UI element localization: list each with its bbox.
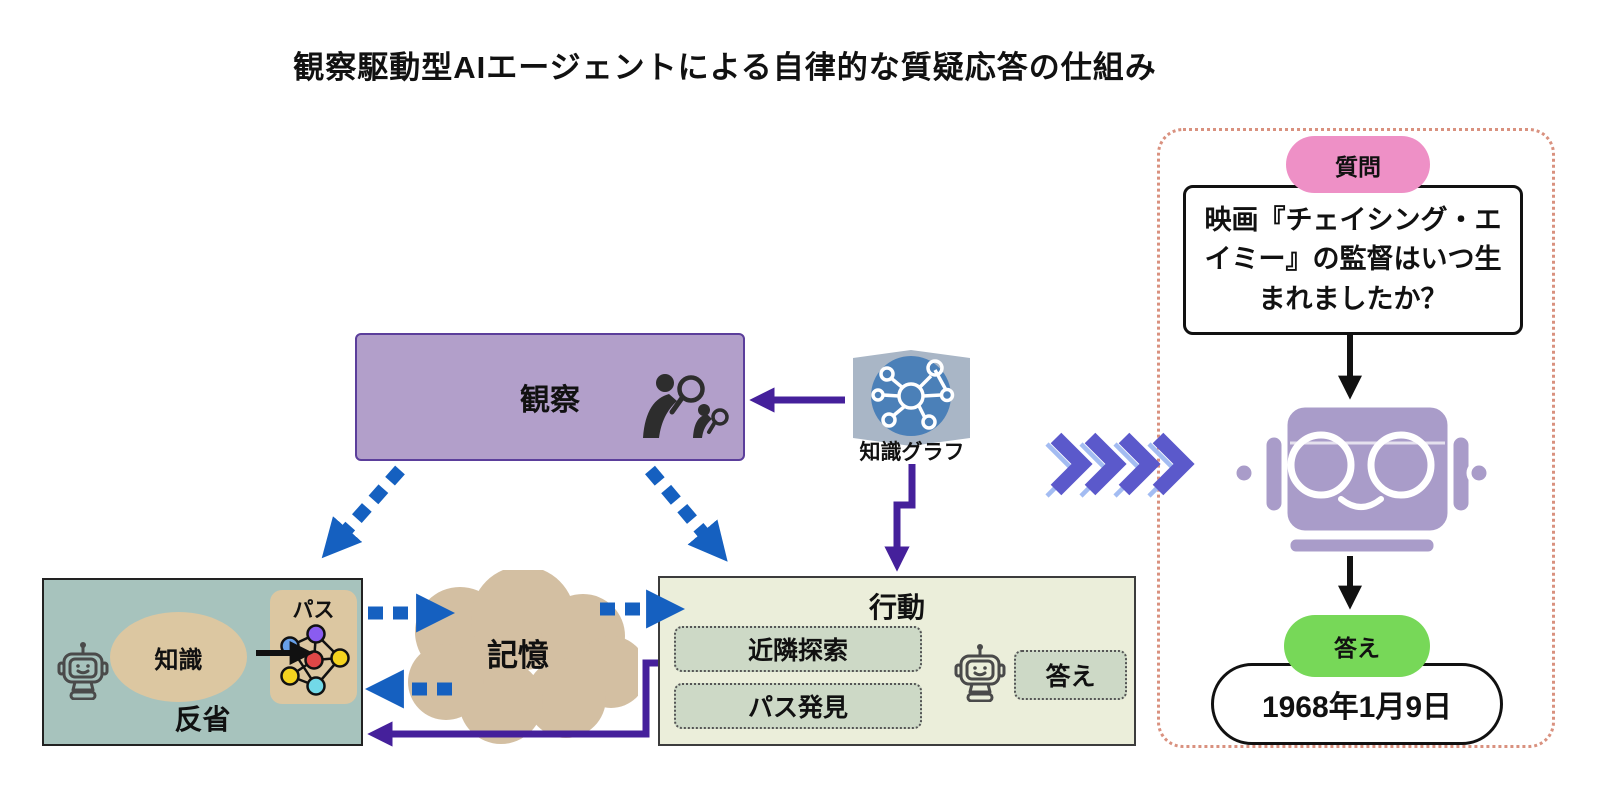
reflection-label: 反省 — [174, 704, 231, 735]
reflection-box: 知識 パス — [42, 578, 363, 746]
question-box: 映画『チェイシング・エイミー』の監督はいつ生まれましたか？ — [1183, 185, 1523, 335]
path-discovery-label: パス発見 — [747, 694, 848, 722]
network-graph-icon — [276, 624, 350, 701]
observation-box: 観察 — [355, 333, 745, 461]
robot-icon — [954, 642, 1006, 707]
answer-text: 1968年1月9日 — [1261, 691, 1453, 724]
path-discovery-box: パス発見 — [674, 683, 922, 729]
knowledge-graph-icon — [853, 350, 970, 451]
answer-badge: 答え — [1284, 615, 1430, 677]
path-label: パス — [292, 599, 335, 622]
observation-label: 観察 — [520, 384, 580, 417]
knowledge-graph-label: 知識グラフ — [859, 441, 965, 464]
memory-label: 記憶 — [487, 638, 549, 673]
neighbor-search-label: 近隣探索 — [747, 637, 848, 665]
observers-magnifier-icon — [641, 372, 731, 443]
knowledge-label: 知識 — [154, 646, 203, 674]
question-text: 映画『チェイシング・エイミー』の監督はいつ生まれましたか？ — [1204, 205, 1502, 314]
action-box: 行動 近隣探索 パス発見 — [658, 576, 1136, 746]
qa-panel: 質問 映画『チェイシング・エイミー』の監督はいつ生まれましたか？ — [1157, 128, 1555, 748]
neighbor-search-box: 近隣探索 — [674, 626, 922, 672]
question-badge: 質問 — [1286, 136, 1430, 193]
robot-avatar — [1228, 401, 1493, 566]
answer-badge-label: 答え — [1334, 635, 1380, 661]
knowledge-ellipse: 知識 — [110, 612, 247, 702]
path-box: パス — [270, 590, 357, 704]
action-answer-box: 答え — [1014, 650, 1127, 700]
page-title: 観察駆動型AIエージェントによる自律的な質疑応答の仕組み — [293, 50, 1157, 85]
action-label: 行動 — [868, 592, 925, 623]
action-answer-label: 答え — [1045, 663, 1096, 691]
question-badge-label: 質問 — [1335, 153, 1381, 180]
robot-icon — [57, 640, 109, 705]
